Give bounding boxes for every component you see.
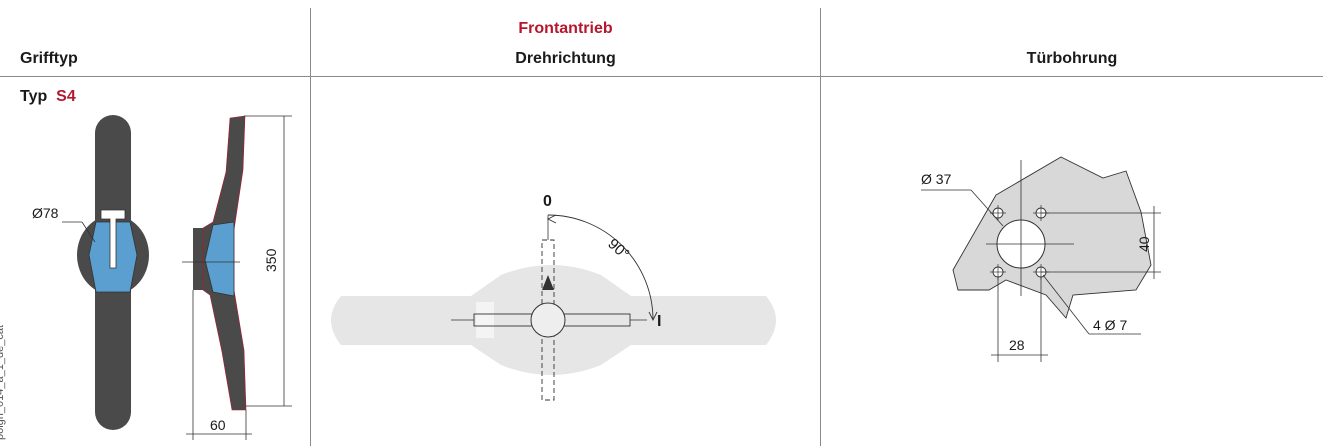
handle-type-code: S4 [56, 88, 76, 105]
horizontal-spacing-label: 28 [1009, 337, 1025, 353]
handle-slot [100, 209, 126, 269]
column-title-tuerbohrung: Türbohrung [1026, 50, 1118, 67]
column-divider-1 [310, 8, 311, 446]
handle-mount-plate [193, 228, 203, 290]
drilling-plate-shape [952, 156, 1152, 319]
handle-drawing: Ø78 350 60 [32, 115, 292, 440]
vertical-spacing-label: 40 [1136, 236, 1152, 252]
handle-side-blue [204, 221, 235, 297]
depth-label: 60 [210, 417, 226, 433]
center-hole-leader-slant [970, 189, 1004, 227]
rotation-arc [547, 214, 654, 321]
arc-arrow-start [546, 214, 557, 224]
rotation-hub [530, 302, 566, 338]
position-pointer-icon [542, 275, 554, 290]
door-drilling-diagram: Ø 37 40 28 4 Ø 7 [921, 156, 1161, 362]
diameter-label: Ø78 [32, 205, 59, 221]
holes-label: 4 Ø 7 [1093, 317, 1127, 333]
holes-leader-slant [1042, 274, 1090, 335]
handle-front-view: Ø78 [32, 115, 149, 430]
handle-side-view: 350 60 [182, 115, 292, 440]
column-title-drehrichtung: Drehrichtung [515, 50, 616, 67]
center-hole-label: Ø 37 [921, 171, 952, 187]
rotation-angle-label: 90° [604, 235, 632, 263]
ghost-handle-notch [476, 302, 494, 338]
handle-type-prefix: Typ [20, 88, 48, 105]
column-divider-2 [820, 8, 821, 446]
column-title-grifftyp: Grifftyp [20, 50, 78, 67]
off-position-label: 0 [543, 193, 552, 210]
height-label: 350 [263, 248, 279, 272]
rotation-diagram: 0 I 90° [331, 193, 776, 401]
arc-arrow-end [648, 311, 658, 322]
diameter-leader-slant [81, 221, 96, 243]
header-separator [0, 76, 1323, 77]
on-position-label: I [657, 313, 661, 330]
column-supertitle-frontantrieb: Frontantrieb [518, 20, 613, 37]
handle-type-label: Typ S4 [20, 88, 76, 106]
